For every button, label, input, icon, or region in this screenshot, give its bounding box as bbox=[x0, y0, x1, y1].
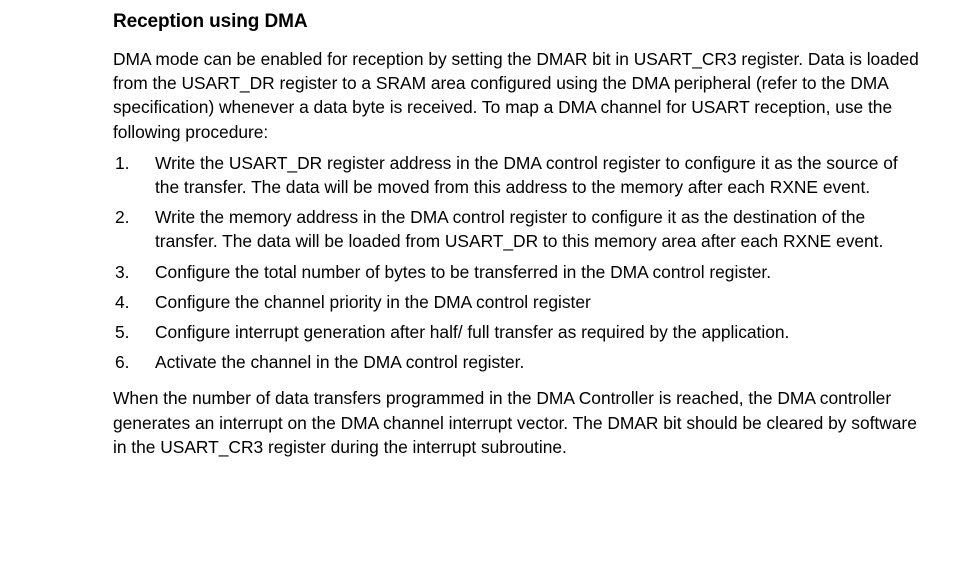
list-item-text: Write the memory address in the DMA cont… bbox=[155, 207, 884, 252]
list-item-text: Configure the total number of bytes to b… bbox=[155, 261, 772, 282]
intro-paragraph: DMA mode can be enabled for reception by… bbox=[113, 49, 919, 142]
list-item-marker: 3. bbox=[115, 261, 130, 282]
list-item-text: Write the USART_DR register address in t… bbox=[155, 152, 898, 198]
list-item: 3. Configure the total number of bytes t… bbox=[113, 260, 920, 284]
list-item: 6. Activate the channel in the DMA contr… bbox=[113, 350, 920, 374]
page-title: Reception using DMA bbox=[113, 11, 308, 32]
list-item-marker: 5. bbox=[115, 322, 130, 343]
list-item-text: Activate the channel in the DMA control … bbox=[155, 352, 525, 373]
list-item: 2. Write the memory address in the DMA c… bbox=[113, 205, 920, 253]
list-item-text: Configure the channel priority in the DM… bbox=[155, 291, 591, 312]
list-item: 1. Write the USART_DR register address i… bbox=[113, 151, 920, 199]
list-item-marker: 1. bbox=[115, 152, 130, 173]
list-item: 5. Configure interrupt generation after … bbox=[113, 320, 920, 344]
list-item-text: Configure interrupt generation after hal… bbox=[155, 322, 790, 343]
list-item-marker: 2. bbox=[115, 207, 130, 228]
procedure-list: 1. Write the USART_DR register address i… bbox=[113, 151, 920, 375]
list-item: 4. Configure the channel priority in the… bbox=[113, 290, 920, 314]
list-item-marker: 4. bbox=[115, 291, 130, 312]
closing-paragraph: When the number of data transfers progra… bbox=[113, 388, 917, 457]
list-item-marker: 6. bbox=[115, 352, 130, 373]
